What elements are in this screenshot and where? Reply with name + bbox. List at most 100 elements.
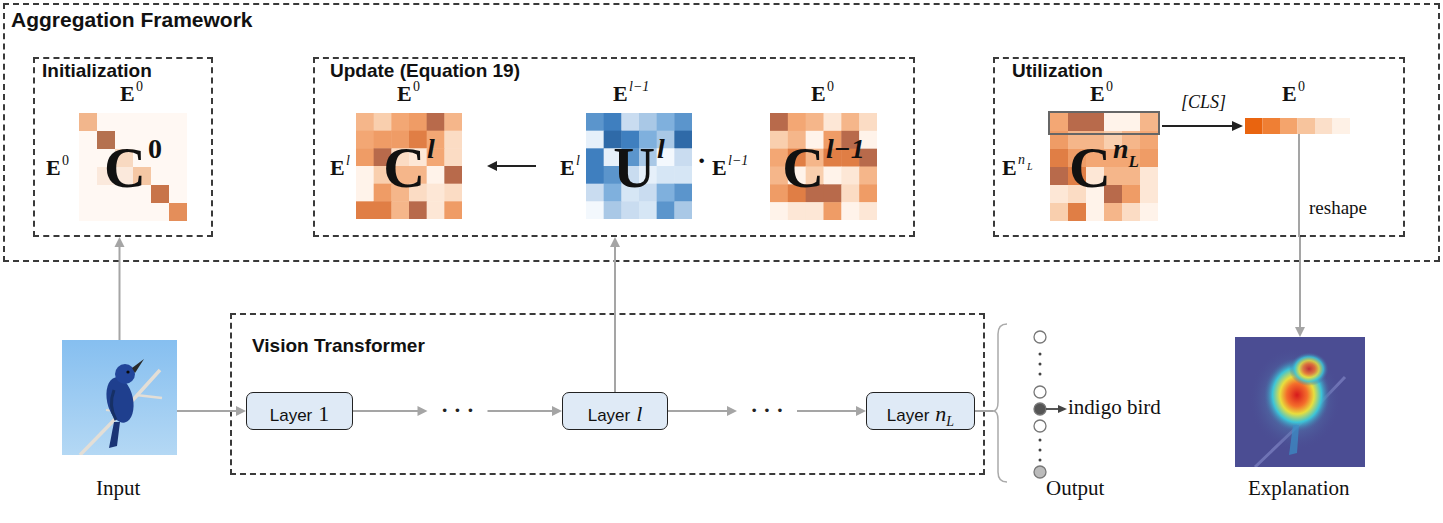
matrix-cell [859,167,877,185]
matrix-cell [427,113,445,131]
matrix-cell [356,148,374,166]
matrix-cell [169,185,187,204]
connector [115,237,125,340]
matrix-cell [1140,167,1158,186]
matrix-cell [409,113,427,131]
matrix-cell [1140,131,1158,150]
axis-superscript: l [576,153,580,168]
matrix-cell [657,184,675,202]
axis-symbol: E [120,82,135,106]
connector [1295,237,1305,337]
matrix-cell [444,166,462,184]
matrix-cell [674,166,692,184]
matrix-cell [824,113,842,131]
matrix-cell [133,113,152,132]
matrix-cell [427,184,445,202]
matrix-cell [770,202,788,220]
edge-ellipsis: · · · [441,398,474,422]
image-caption: Explanation [1248,476,1349,501]
matrix-cell [1068,203,1087,221]
matrix-cell [133,203,152,221]
arrowhead [236,406,246,416]
arrowhead [1295,327,1305,337]
matrix-cell [657,113,675,131]
matrix-letter: C [104,139,146,197]
matrix-cell [79,203,98,221]
illustration-part [62,340,177,455]
connector-line [614,246,616,392]
axis-symbol: E [1090,82,1105,106]
illustration-part [126,370,129,373]
matrix-cell [97,203,116,221]
matrix-symbol: C0 [79,113,187,221]
axis-symbol: E [712,156,727,180]
matrix-cell [1104,113,1123,132]
matrix-cell [1104,203,1123,221]
image-caption: Input [96,476,140,501]
matrix-cell [586,201,604,219]
matrix-cell [391,201,409,219]
matrix-cell [824,202,842,220]
matrix-cell [444,113,462,131]
edge-ellipsis: · · · [750,398,783,422]
layer-box: LayernL [866,392,975,430]
matrix-cell [841,184,859,202]
connector-line [797,410,857,412]
matrix-cell [1050,149,1069,168]
matrix-cell [97,113,116,132]
matrix-cell [374,113,392,131]
output-neuron [1034,331,1046,343]
box-title: Aggregation Framework [11,8,253,32]
matrix-superscript: l−1 [826,135,865,163]
layer-index: n [935,401,946,427]
illustration-part [1235,337,1365,467]
illustration-part [136,395,162,398]
prediction-line [1046,408,1059,410]
matrix-superscript: n [1113,135,1129,163]
group-box: Vision TransformerLayer1LayerlLayernL [230,313,985,475]
matrix-cell [859,202,877,220]
input-photo [62,340,177,455]
matrix-cell [169,149,187,168]
matrix-cell [151,113,170,132]
box-title: Update (Equation 19) [330,60,520,82]
illustration-part [115,364,135,384]
connector-line [496,165,536,167]
axis-superscript: 0 [1298,79,1305,94]
prediction-arrowhead [1058,405,1067,413]
arrowhead [115,237,125,247]
cls-vector-cell [1280,118,1298,134]
matrix-cell [356,166,374,184]
matrix-cell [151,185,170,204]
connector [487,161,536,171]
arrowhead [487,161,497,171]
matrix-symbol: Ul [586,113,692,219]
matrix-symbol: CnL [1050,113,1158,221]
matrix-box: Cl [356,113,462,219]
cls-vector-cell [1333,118,1351,134]
matrix-cell [356,201,374,219]
matrix-box: CnL [1050,113,1158,221]
matrix-cell [859,184,877,202]
matrix-cell [657,201,675,219]
matrix-box: Cl−1 [770,113,877,220]
annotation: reshape [1309,198,1367,219]
layer-name: Layer [588,406,631,426]
image-box: Input [62,340,177,455]
matrix-cell [115,113,134,132]
matrix-cell [586,184,604,202]
illustration-part [80,370,160,455]
matrix-cell [806,202,824,220]
axis-symbol: E [560,156,575,180]
axis-superscript: l [346,153,350,168]
ellipsis-dot [1039,373,1042,376]
cls-vector-cell [1298,118,1316,134]
prediction-label: indigo bird [1068,396,1161,419]
matrix-cell [674,184,692,202]
cls-row-highlight [1049,112,1159,134]
illustration-part [1289,352,1329,386]
matrix-cell [1086,113,1105,132]
axis-symbol: E [330,156,345,180]
matrix-cell [169,203,187,221]
connector-line [353,410,419,412]
